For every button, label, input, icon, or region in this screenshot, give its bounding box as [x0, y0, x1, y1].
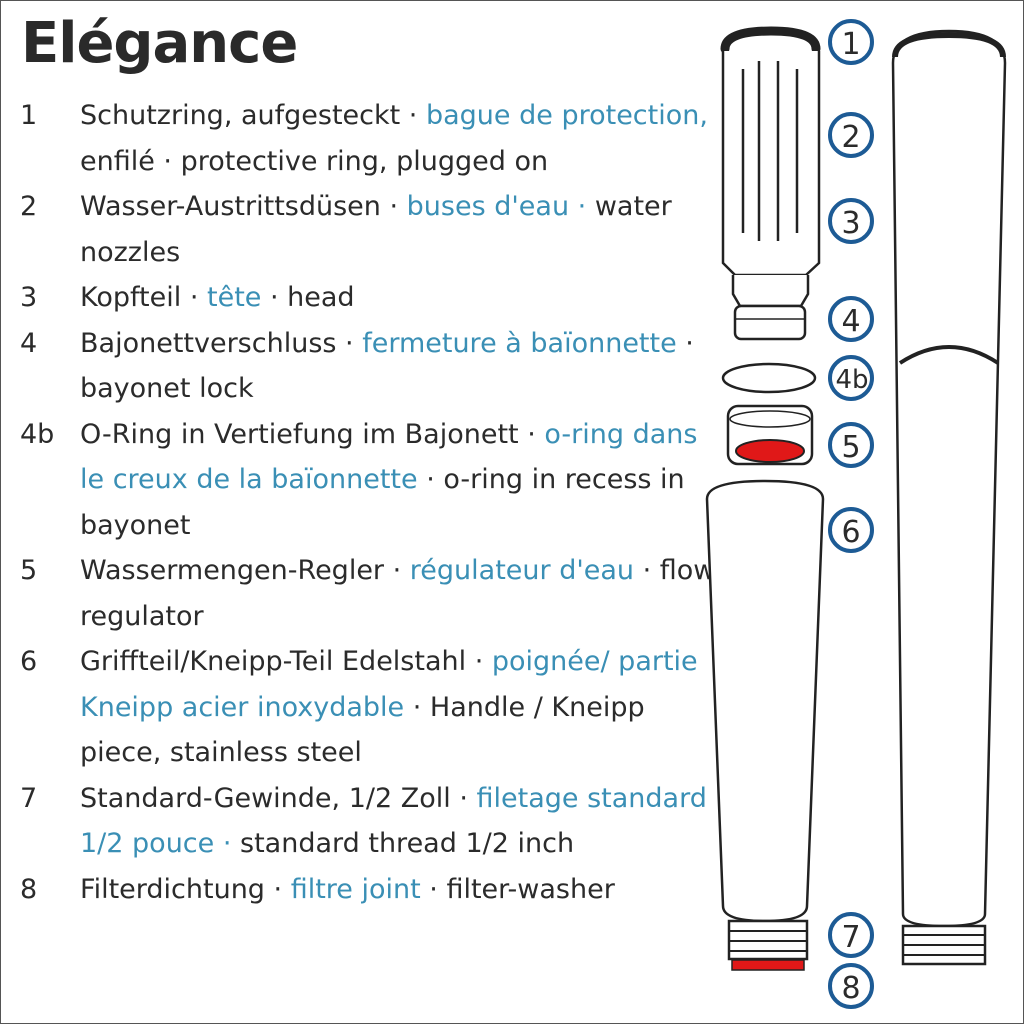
badge-label: 5	[841, 430, 860, 465]
label-french: o-ring dans le creux de la baïonnette	[80, 418, 698, 496]
legend-number: 6	[20, 646, 38, 677]
label-german: O-Ring in Vertiefung im Bajonett ·	[80, 418, 545, 450]
badge-label: 2	[841, 120, 860, 155]
label-german: Standard-Gewinde, 1/2 Zoll ·	[80, 782, 477, 814]
label-french: filetage standard 1/2 pouce ·	[80, 782, 707, 860]
badge-6: 6	[828, 507, 874, 553]
legend-number: 3	[20, 282, 38, 313]
head-body	[721, 51, 821, 277]
badge-8: 8	[828, 963, 874, 1009]
handle-body	[705, 479, 825, 923]
legend-entry-8: 8 Filterdichtung · filtre joint · filter…	[1, 867, 716, 913]
label-french: filtre joint	[290, 873, 421, 905]
label-french: buses d'eau ·	[406, 191, 587, 222]
badge-4b: 4b	[828, 355, 874, 401]
badge-label: 7	[841, 920, 860, 955]
badge-2: 2	[828, 112, 874, 158]
bayonet-lock	[733, 304, 807, 341]
label-german: Schutzring, aufgesteckt ·	[80, 100, 426, 131]
legend-number: 8	[20, 873, 38, 905]
o-ring	[721, 362, 817, 394]
legend-entry-4: 4 Bajonettverschluss · fermeture à baïon…	[1, 321, 716, 412]
badge-label: 8	[841, 971, 860, 1006]
regulator-insert	[735, 439, 805, 463]
label-french: bague de protection,	[425, 100, 708, 131]
badge-7: 7	[828, 912, 874, 958]
label-english: enfilé · protective ring, plugged on	[80, 145, 549, 177]
badge-label: 6	[841, 515, 860, 550]
label-english: standard thread 1/2 inch	[231, 828, 575, 859]
legend-entry-3: 3 Kopfteil · tête · head	[1, 275, 716, 321]
legend-entry-5: 5 Wassermengen-Regler · régulateur d'eau…	[1, 548, 716, 639]
badge-label: 1	[841, 27, 860, 62]
bayonet-neck	[731, 275, 810, 308]
label-english: water nozzles	[80, 191, 672, 268]
label-german: Wassermengen-Regler ·	[80, 555, 410, 586]
legend-entry-2: 2 Wasser-Austrittsdüsen · buses d'eau · …	[1, 184, 716, 275]
legend-number: 4b	[20, 418, 55, 450]
badge-label: 4b	[835, 365, 868, 395]
label-english: · Handle / Kneipp piece, stainless steel	[80, 691, 645, 769]
assembled-shower-body	[891, 29, 1007, 928]
regulator-top-rim	[729, 410, 811, 428]
label-french: tête	[207, 282, 262, 313]
label-english: · o-ring in recess in bayonet	[80, 464, 685, 541]
legend-entry-1: 1 Schutzring, aufgesteckt · bague de pro…	[1, 93, 716, 184]
assembled-joint-seam	[898, 345, 1000, 365]
legend-number: 7	[20, 782, 38, 814]
legend-entry-4b: 4b O-Ring in Vertiefung im Bajonett · o-…	[1, 412, 716, 549]
label-french: régulateur d'eau	[409, 555, 635, 586]
badge-3: 3	[828, 198, 874, 244]
badge-5: 5	[828, 422, 874, 468]
assembled-top-cap	[892, 31, 1006, 58]
label-english: · head	[261, 282, 355, 313]
legend-number: 1	[20, 100, 38, 131]
label-english: · filter-washer	[420, 873, 615, 905]
label-english: · flow regulator	[80, 555, 716, 632]
label-german: Filterdichtung ·	[80, 873, 291, 905]
legend-number: 5	[20, 555, 38, 586]
filter-washer	[731, 959, 805, 971]
legend-entry-7: 7 Standard-Gewinde, 1/2 Zoll · filetage …	[1, 776, 716, 867]
label-german: Griffteil/Kneipp-Teil Edelstahl ·	[80, 646, 492, 677]
parts-legend: 1 Schutzring, aufgesteckt · bague de pro…	[1, 93, 716, 912]
label-german: Bajonettverschluss ·	[80, 327, 363, 359]
page-title: Elégance	[21, 11, 298, 76]
legend-entry-6: 6 Griffteil/Kneipp-Teil Edelstahl · poig…	[1, 639, 716, 776]
legend-number: 2	[20, 191, 38, 222]
legend-number: 4	[20, 327, 38, 359]
protective-ring	[720, 26, 821, 54]
badge-1: 1	[828, 19, 874, 65]
badge-label: 3	[841, 206, 860, 241]
label-french: poignée/ partie Kneipp acier inoxydable	[80, 646, 698, 723]
badge-4: 4	[828, 296, 874, 342]
label-german: Wasser-Austrittsdüsen ·	[80, 191, 407, 222]
label-german: Kopfteil ·	[80, 282, 207, 313]
label-french: fermeture à baïonnette	[362, 327, 677, 359]
label-english: · bayonet lock	[80, 327, 694, 405]
badge-label: 4	[841, 304, 860, 339]
